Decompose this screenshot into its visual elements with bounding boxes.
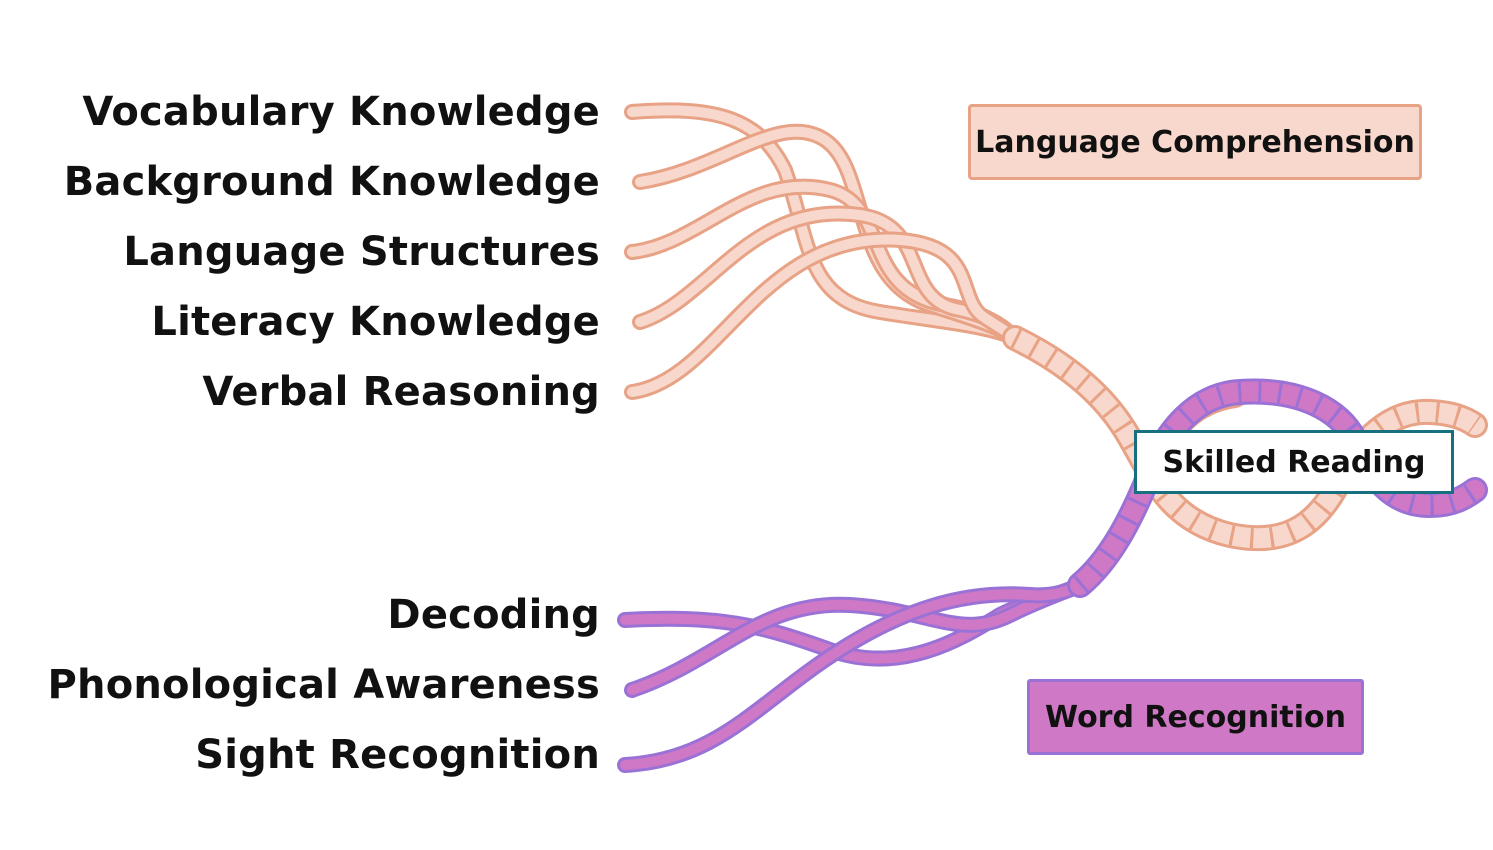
word-rope [1067,378,1488,598]
strand-label-sight-recognition: Sight Recognition [195,732,600,778]
strand-label-background-knowledge: Background Knowledge [63,159,600,205]
language-rope-twist-twist [1010,329,1481,549]
language-comprehension-box: Language Comprehension [968,104,1422,180]
word-rope-twist-twist [1073,381,1481,593]
strand-label-decoding: Decoding [387,592,600,638]
skilled-reading-box: Skilled Reading [1134,430,1454,494]
word-recognition-box: Word Recognition [1027,679,1364,755]
strand-label-phonological-awareness: Phonological Awareness [47,662,600,708]
strand-label-verbal-reasoning: Verbal Reasoning [202,369,600,415]
strand-label-language-structures: Language Structures [123,229,600,275]
language-strand-5 [627,234,1020,397]
word-strands [617,577,1088,773]
word-strand-3 [620,580,1085,770]
language-strands [624,102,1023,400]
strand-label-vocabulary-knowledge: Vocabulary Knowledge [82,89,600,135]
strand-label-literacy-knowledge: Literacy Knowledge [151,299,600,345]
